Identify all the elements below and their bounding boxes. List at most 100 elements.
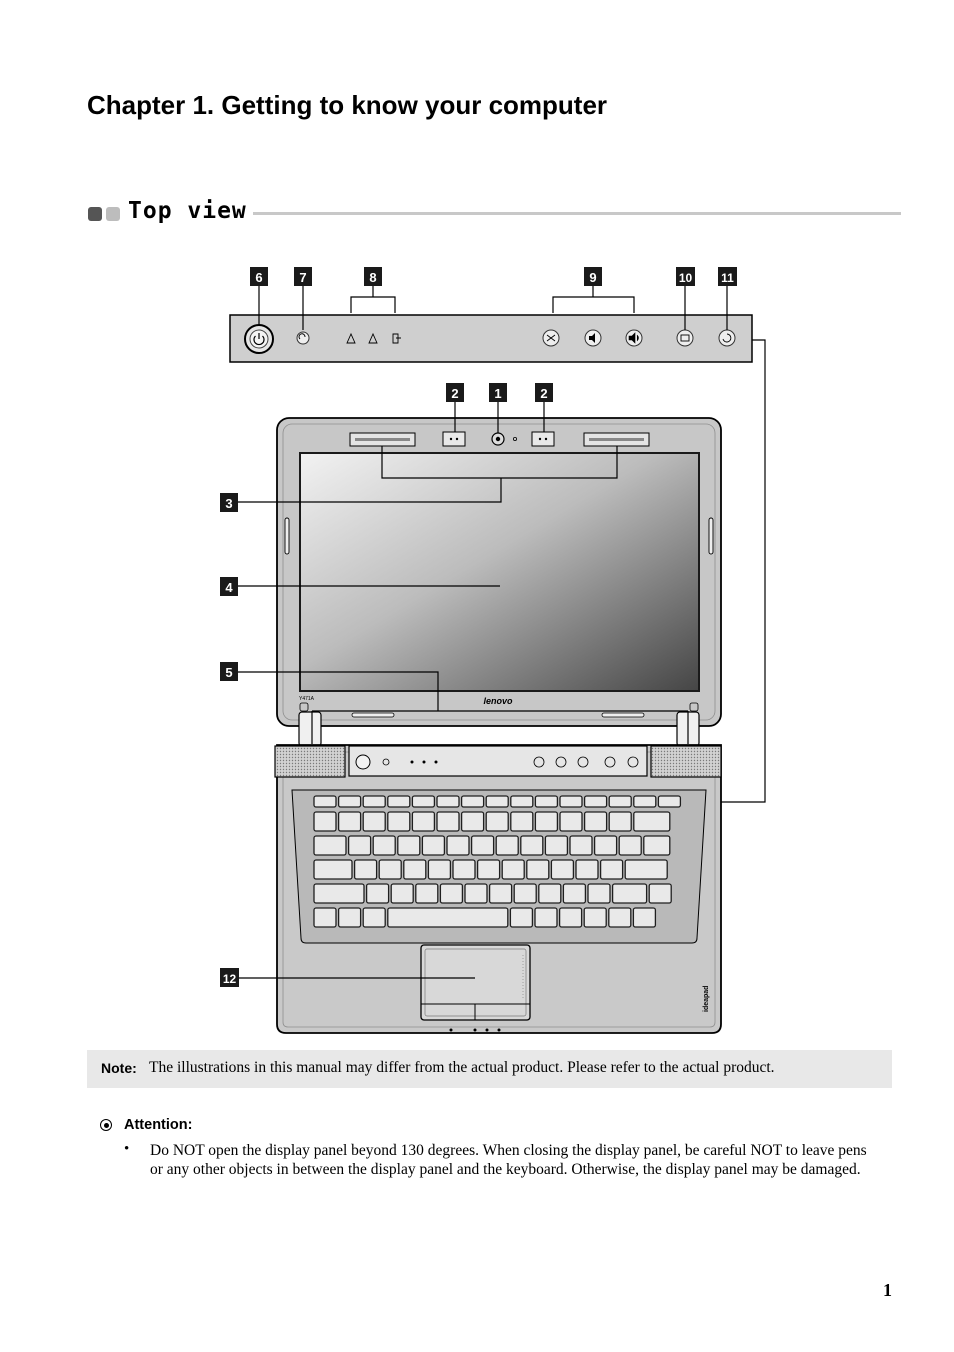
keyboard-key (575, 859, 599, 880)
keyboard-key (464, 883, 488, 904)
performance-mode-icon (722, 333, 732, 343)
keyboard-key (485, 811, 509, 832)
keyboard-key (624, 859, 668, 880)
keyboard-key (353, 859, 378, 880)
keyboard-key (501, 859, 525, 880)
callout-10: 10 (679, 271, 693, 285)
keyboard-key (520, 835, 544, 856)
keyboard-key (313, 835, 347, 856)
keyboard-key (562, 883, 587, 904)
num-lock-indicator-icon (368, 332, 378, 344)
keyboard-key (378, 859, 402, 880)
keyboard-key (439, 883, 464, 904)
keyboard-key (633, 795, 657, 808)
keyboard-key (460, 811, 485, 832)
callout-3: 3 (225, 496, 232, 511)
attention-text: Do NOT open the display panel beyond 130… (150, 1142, 867, 1178)
keyboard-key (397, 835, 421, 856)
keyboard-key (411, 795, 436, 808)
control-strip-zoom (229, 314, 753, 363)
keyboard-key (632, 907, 657, 928)
keyboard-key (313, 859, 353, 880)
keyboard-key (427, 859, 452, 880)
model-label: Y471A (299, 696, 315, 702)
keyboard-key (593, 835, 618, 856)
keyboard-key (608, 907, 632, 928)
keyboard-key (436, 795, 460, 808)
keyboard (313, 795, 682, 928)
display-switch-icon (680, 334, 690, 342)
laptop-illustration: lenovo Y471A ideapad (274, 417, 722, 1034)
power-icon (253, 333, 265, 346)
callout-4: 4 (225, 580, 233, 595)
note-text: The illustrations in this manual may dif… (149, 1059, 775, 1076)
keyboard-key (538, 883, 562, 904)
keyboard-key (313, 907, 337, 928)
callout-8: 8 (369, 270, 376, 285)
section-title: Top view (128, 198, 247, 224)
keyboard-key (587, 883, 611, 904)
callouts: 6 7 8 9 10 11 2 1 2 3 4 5 12 (220, 267, 737, 987)
page-number: 1 (883, 1280, 892, 1300)
keyboard-key (446, 835, 470, 856)
keyboard-key (488, 883, 513, 904)
laptop-leader-lines (238, 402, 689, 979)
keyboard-key (559, 811, 583, 832)
wireless-indicator-icon (392, 333, 401, 344)
keyboard-key (583, 795, 608, 808)
keyboard-key (608, 811, 632, 832)
series-logo: ideapad (703, 986, 710, 1012)
keyboard-key (460, 795, 485, 808)
keyboard-key (526, 859, 550, 880)
keyboard-key (633, 811, 671, 832)
keyboard-key (415, 883, 439, 904)
keyboard-key (476, 859, 501, 880)
keyboard-key (390, 883, 414, 904)
volume-up-icon (628, 332, 639, 344)
chapter-title: Chapter 1. Getting to know your computer (87, 90, 608, 120)
keyboard-key (611, 883, 648, 904)
keyboard-key (347, 835, 372, 856)
keyboard-key (470, 835, 495, 856)
keyboard-key (436, 811, 460, 832)
keyboard-key (411, 811, 436, 832)
keyboard-key (337, 907, 362, 928)
caps-lock-indicator-icon (346, 332, 356, 344)
section-header: Top view (87, 198, 901, 230)
callout-6: 6 (255, 270, 262, 285)
keyboard-key (372, 835, 396, 856)
callout-2-left: 2 (451, 386, 458, 401)
note-box: Note: The illustrations in this manual m… (87, 1050, 892, 1088)
callout-7: 7 (299, 270, 306, 285)
keyboard-key (569, 835, 593, 856)
mute-icon (546, 334, 556, 342)
keyboard-key (599, 859, 624, 880)
keyboard-key (558, 907, 583, 928)
attention-label: Attention: (124, 1117, 193, 1133)
keyboard-key (362, 907, 386, 928)
keyboard-key (313, 883, 365, 904)
keyboard-key (452, 859, 476, 880)
keyboard-key (387, 795, 411, 808)
callout-9: 9 (589, 270, 596, 285)
volume-down-icon (589, 333, 595, 343)
keyboard-key (485, 795, 509, 808)
keyboard-key (365, 883, 390, 904)
keyboard-key (583, 907, 607, 928)
keyboard-key (510, 811, 534, 832)
screen (299, 452, 700, 692)
keyboard-key (362, 795, 386, 808)
mic-right (531, 431, 555, 447)
keyboard-key (583, 811, 608, 832)
attention-icon (100, 1119, 112, 1131)
attention-bullet: • (124, 1141, 130, 1157)
callout-11: 11 (721, 271, 734, 285)
keyboard-key (534, 907, 558, 928)
section-square-dark (88, 207, 102, 221)
callout-12: 12 (223, 972, 237, 986)
onekey-rescue-icon (298, 333, 306, 340)
section-rule (253, 212, 901, 215)
keyboard-key (648, 883, 672, 904)
keyboard-key (337, 795, 362, 808)
